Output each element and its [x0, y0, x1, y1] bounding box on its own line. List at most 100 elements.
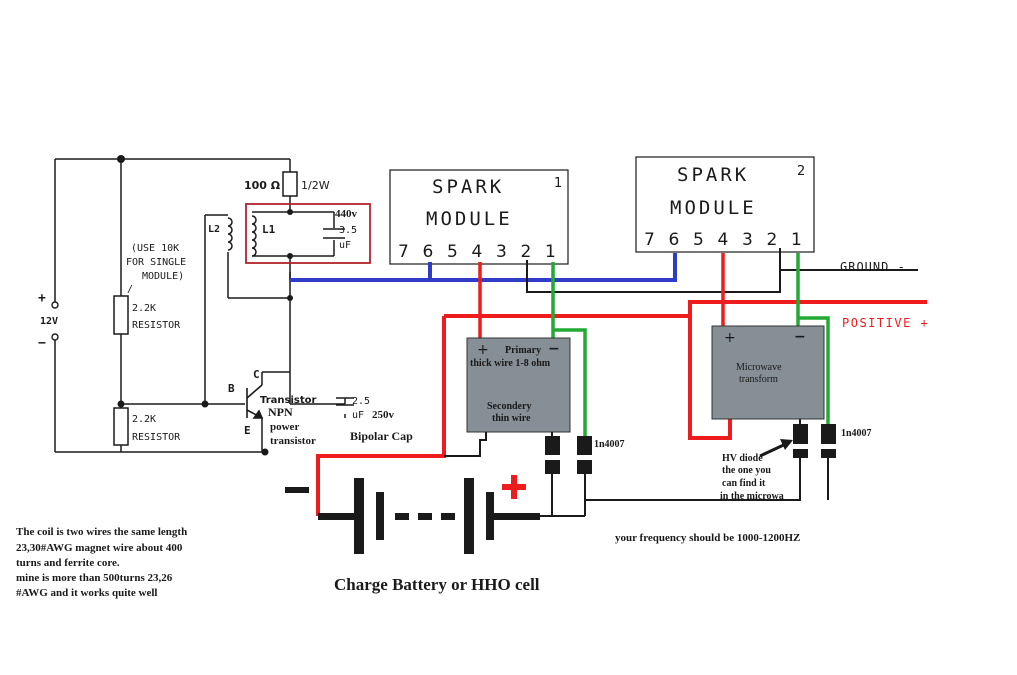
mot-minus: −	[794, 329, 806, 345]
l2-coil-icon	[227, 217, 233, 251]
spark-module-2-pin-7: 7	[644, 230, 655, 250]
note-slash: /	[127, 284, 133, 295]
oscillator-circuit	[54, 158, 346, 453]
hv-note-3: can find it	[722, 478, 766, 489]
cap2-voltage: 250v	[372, 409, 395, 421]
coil1-primary: Primary	[505, 345, 541, 356]
supply-terminal-icon	[51, 301, 59, 341]
l2-label: L2	[208, 224, 220, 235]
positive-label: POSITIVE +	[842, 316, 929, 330]
tank-cap-unit: uF	[339, 240, 351, 251]
diode-2-label: 1n4007	[841, 428, 872, 439]
battery-label: Charge Battery or HHO cell	[334, 575, 540, 594]
transistor-pin-b: B	[228, 382, 235, 395]
spark-module-2-number: 2	[797, 164, 805, 179]
spark-module-2-title: SPARK	[677, 164, 749, 186]
spark-module-1-pin-6: 6	[423, 242, 434, 262]
cap2-value: 2.5	[352, 396, 370, 407]
coil1-primary-desc: thick wire 1-8 ohm	[470, 358, 551, 369]
mot-label-1: Microwave	[736, 362, 782, 373]
module1-pin1-wire	[551, 262, 587, 436]
npn-transistor-icon	[246, 384, 264, 419]
spark-module-1-pin-2: 2	[521, 242, 532, 262]
resistor-100-power: 1/2W	[301, 179, 330, 192]
spark-module-2-pin-4: 4	[718, 230, 729, 250]
transistor-pin-c: C	[253, 368, 260, 381]
mot-plus: +	[724, 330, 736, 346]
hv-diode-a	[793, 424, 808, 458]
coil1-secondary-desc: thin wire	[492, 413, 531, 424]
diode-1n4007-b	[577, 436, 592, 474]
ignition-coil-1	[466, 337, 571, 433]
spark-module-1-pin-3: 3	[496, 242, 507, 262]
transistor-npn: NPN	[268, 405, 293, 419]
microwave-transformer	[711, 325, 825, 420]
junction-dots	[117, 155, 293, 456]
spark-module-1-pin-5: 5	[447, 242, 458, 262]
module2-pin1-wire	[796, 253, 830, 424]
coil1-secondary: Secondery	[487, 401, 531, 412]
diode-1-label: 1n4007	[594, 439, 625, 450]
resistor-100-label: 100 Ω	[244, 179, 281, 192]
spark-module-1-number: 1	[554, 176, 562, 191]
resistor-top-word: RESISTOR	[132, 320, 181, 331]
coil-note-line-2: 23,30#AWG magnet wire about 400	[16, 542, 183, 554]
hv-diode-b	[821, 424, 836, 458]
resistor-2k2-bottom	[113, 407, 129, 446]
tank-cap-voltage: 440v	[335, 208, 358, 220]
spark-module-1-pin-4: 4	[472, 242, 483, 262]
transistor-transistor: transistor	[270, 435, 316, 447]
trigger-wire-blue	[290, 253, 677, 282]
diode-1n4007-a	[545, 436, 560, 474]
battery-plus-icon	[502, 475, 526, 499]
spark-module-2-subtitle: MODULE	[670, 197, 757, 219]
ground-wire	[526, 248, 918, 293]
ground-label: GROUND -	[840, 260, 906, 274]
supply-plus: +	[38, 291, 46, 306]
resistor-2k2-top	[113, 295, 129, 335]
hv-note-1: HV diode	[722, 453, 763, 464]
tank-cap-value: 3.5	[339, 225, 357, 236]
output-wires	[444, 419, 829, 517]
mot-label-2: transform	[739, 374, 778, 385]
spark-module-2-pin-5: 5	[693, 230, 704, 250]
note-module: MODULE)	[142, 271, 184, 282]
spark-module-2-pin-2: 2	[767, 230, 778, 250]
hv-diode-arrow-icon	[759, 439, 793, 458]
l1-coil-icon	[251, 215, 257, 257]
spark-module-2-pin-1: 1	[791, 230, 802, 250]
resistor-bot-value: 2.2K	[132, 414, 156, 425]
spark-module-2-pin-6: 6	[669, 230, 680, 250]
supply-minus: −	[38, 336, 46, 351]
spark-module-1-title: SPARK	[432, 176, 504, 198]
resistor-top-value: 2.2K	[132, 303, 156, 314]
l1-label: L1	[262, 223, 276, 236]
bipolar-cap-icon	[336, 397, 354, 406]
spark-module-1-pin-7: 7	[398, 242, 409, 262]
cap2-type: Bipolar Cap	[350, 429, 413, 443]
transistor-label: Transistor	[260, 395, 317, 406]
coil-note-line-1: The coil is two wires the same length	[16, 526, 187, 538]
spark-module-1-subtitle: MODULE	[426, 208, 513, 230]
frequency-note: your frequency should be 1000-1200HZ	[615, 532, 800, 544]
resistor-bot-word: RESISTOR	[132, 432, 181, 443]
spark-module-1	[389, 169, 569, 265]
spark-module-1-pin-1: 1	[545, 242, 556, 262]
note-single-module: FOR SINGLE	[126, 257, 186, 268]
cap2-unit: uF	[352, 410, 364, 421]
coil1-plus: +	[477, 342, 489, 358]
transistor-power: power	[270, 421, 299, 433]
hv-note-2: the one you	[722, 465, 771, 476]
hv-note-4: in the microwa	[720, 491, 784, 502]
tank-highlight-box	[245, 203, 371, 264]
resistor-100-ohm	[282, 171, 298, 197]
positive-wire-main	[316, 300, 927, 516]
coil1-minus: −	[548, 341, 560, 357]
spark-module-2	[635, 156, 815, 253]
tank-capacitor-icon	[323, 228, 345, 239]
note-use-10k: (USE 10K	[131, 243, 179, 254]
battery-icon	[285, 478, 540, 554]
